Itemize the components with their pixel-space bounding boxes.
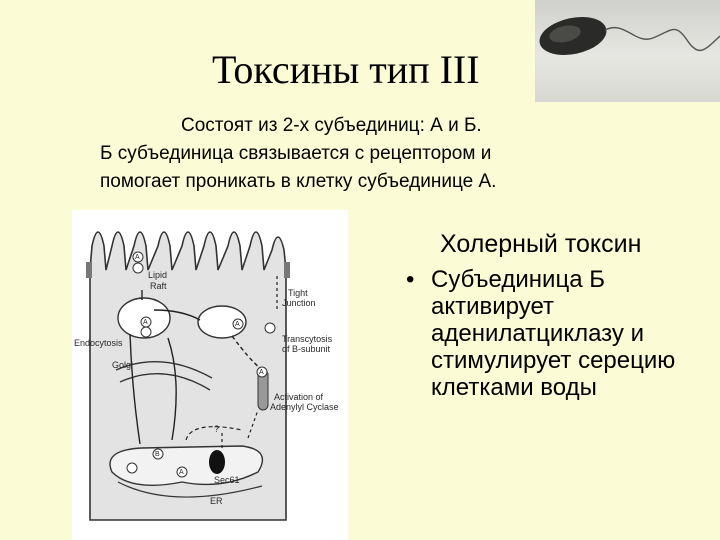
label-transcytosis: Transcytosis: [282, 334, 333, 344]
marker-a-er: A: [179, 469, 184, 476]
bacterium-photo: [535, 0, 720, 102]
section-heading: Холерный токсин: [440, 230, 642, 258]
label-tight: Tight: [288, 288, 308, 298]
bullet-line-5: клетками воды: [431, 374, 597, 401]
bullet-line-3: аденилатциклазу и: [431, 320, 644, 347]
label-golgi: Golgi: [112, 360, 134, 370]
cell-diagram: [86, 231, 290, 521]
vibrio-image: [539, 17, 720, 55]
label-question: ?: [214, 424, 220, 434]
label-of-b-subunit: of B-subunit: [282, 344, 331, 354]
intro-line-2: Б субъединица связывается с рецептором и: [100, 143, 492, 164]
label-er: ER: [210, 496, 223, 506]
label-endocytosis: Endocytosis: [74, 338, 123, 348]
label-sec61: Sec61: [214, 475, 240, 485]
bullet-text: Субъединица Б активирует аденилатциклазу…: [431, 266, 720, 401]
marker-a-raft: A: [135, 254, 140, 261]
cholera-toxin-diagram: Lipid Raft Tight Junction Endocytosis Tr…: [72, 210, 348, 540]
marker-b-er: B: [155, 451, 160, 458]
marker-a-vesicle: A: [143, 319, 148, 326]
label-lipid: Lipid: [148, 270, 168, 280]
intro-line-1: Состоят из 2-х субъединиц: А и Б.: [181, 115, 482, 136]
bullet-line-2: активирует: [431, 293, 555, 320]
marker-a-transcytosis: A: [235, 321, 240, 328]
label-activation: Activation of: [274, 392, 324, 402]
slide-title: Токсины тип III: [212, 47, 480, 92]
label-raft: Raft: [150, 281, 167, 291]
label-adenylyl-cyclase: Adenylyl Cyclase: [270, 402, 339, 412]
marker-a-cyclase: A: [259, 369, 264, 376]
bullet-line-4: стимулирует серецию: [431, 347, 676, 374]
bullet-line-1: Субъединица Б: [431, 266, 605, 293]
intro-line-3: помогает проникать в клетку субъединице …: [100, 171, 497, 192]
label-junction: Junction: [282, 298, 316, 308]
bullet-marker: •: [406, 266, 415, 293]
